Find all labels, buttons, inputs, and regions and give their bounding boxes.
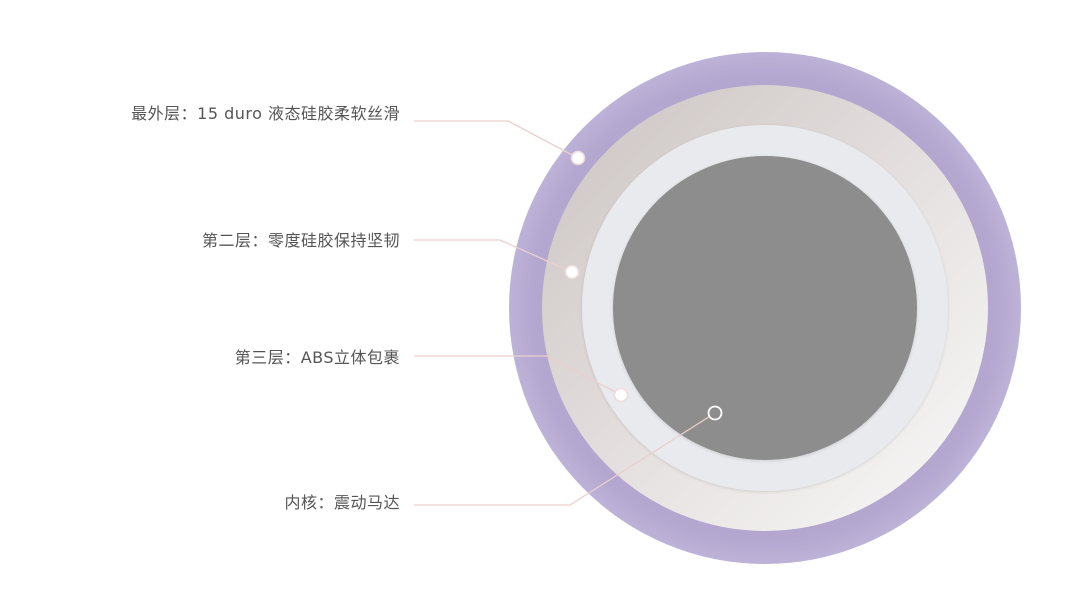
leader-line-outer: [414, 120, 579, 159]
label-third-layer: 第三层：ABS立体包裹: [234, 348, 400, 367]
label-second-layer: 第二层：零度硅胶保持坚韧: [201, 231, 400, 250]
marker-third: [613, 387, 629, 403]
marker-outer: [570, 150, 586, 166]
label-inner-core: 内核：震动马达: [284, 493, 400, 512]
marker-second: [564, 264, 580, 280]
leader-line-third: [414, 355, 622, 396]
inner-core: [613, 156, 917, 460]
leader-line-second: [414, 239, 573, 273]
label-outer-layer: 最外层：15 duro 液态硅胶柔软丝滑: [131, 104, 400, 123]
marker-core: [707, 405, 723, 421]
leader-line-core: [414, 412, 716, 506]
